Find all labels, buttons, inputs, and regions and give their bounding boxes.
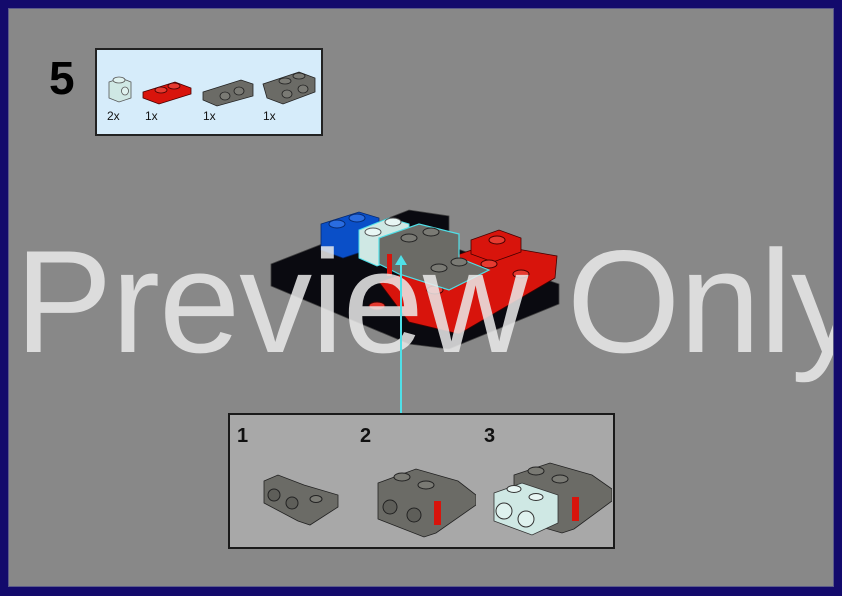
step-number: 5 — [49, 52, 75, 104]
part-qty: 1x — [145, 109, 158, 123]
red-plate-1x2-icon — [142, 81, 192, 105]
model-assembly-illustration — [270, 209, 560, 350]
instruction-page: 5 2x 1x 1x 1x — [8, 8, 834, 587]
dark-gray-bracket-icon — [262, 71, 316, 105]
substep-1-bracket-icon — [263, 474, 339, 526]
dark-gray-inverted-bracket-icon — [202, 79, 254, 107]
subassembly-callout: 1 2 3 — [228, 413, 615, 549]
part-qty: 1x — [203, 109, 216, 123]
substep-3-assembly-icon — [493, 462, 612, 536]
light-aqua-brick-side-stud-icon — [108, 76, 132, 103]
parts-list: 2x 1x 1x 1x — [95, 48, 323, 136]
substep-number: 3 — [484, 425, 496, 447]
substep-number: 1 — [237, 425, 249, 447]
placement-arrow — [400, 257, 402, 414]
substep-2-bracket-icon — [377, 468, 476, 538]
part-qty: 1x — [263, 109, 276, 123]
substep-number: 2 — [360, 425, 372, 447]
part-qty: 2x — [107, 109, 120, 123]
